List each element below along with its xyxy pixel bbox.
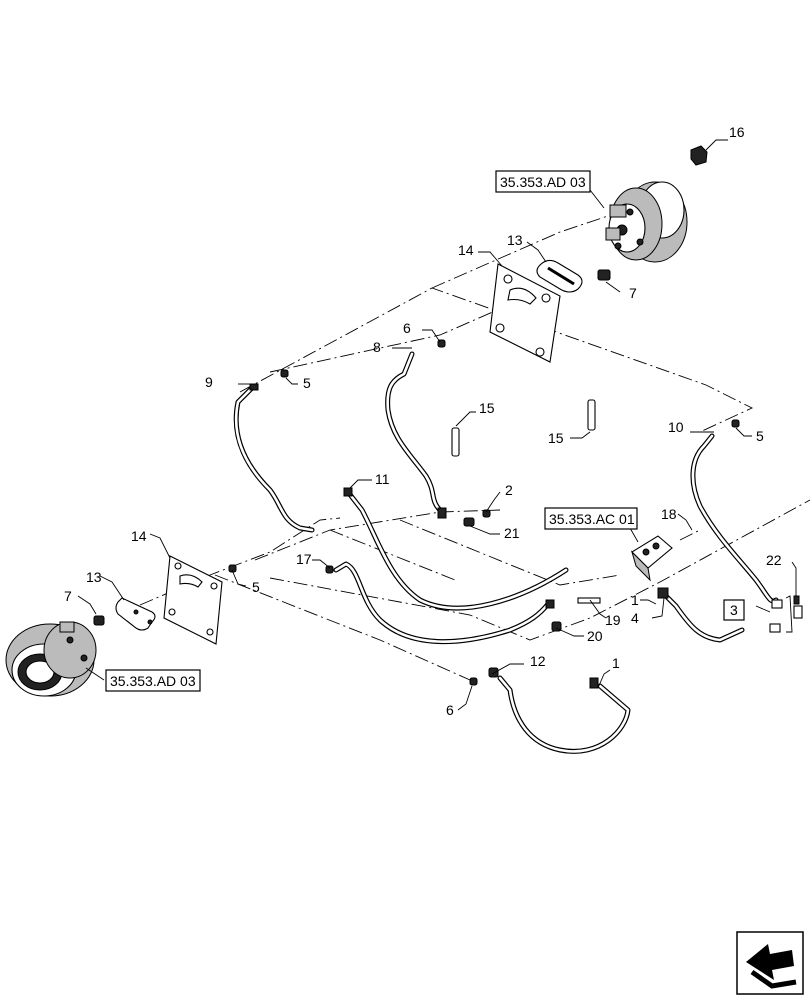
plug-16[interactable] [690, 145, 708, 166]
fitting-21[interactable] [463, 517, 475, 527]
fitting-12[interactable] [488, 667, 499, 678]
callout-6-bottom: 6 [446, 702, 454, 718]
callout-7-left: 7 [64, 588, 72, 604]
callout-18: 18 [661, 506, 677, 522]
reference-valve-label: 35.353.AC 01 [549, 511, 635, 527]
hose-12[interactable] [497, 675, 631, 754]
hose-4[interactable] [657, 587, 745, 643]
callout-14-right: 14 [458, 242, 474, 258]
callout-3-box[interactable]: 3 [723, 599, 745, 621]
callout-6-top: 6 [403, 320, 411, 336]
callout-15-left: 15 [479, 400, 495, 416]
pin-15-right[interactable] [587, 399, 596, 431]
fitting-7-left[interactable] [93, 615, 105, 626]
drive-motor-right[interactable] [605, 181, 688, 263]
reference-valve[interactable]: 35.353.AC 01 [544, 507, 638, 530]
hose-9[interactable] [233, 383, 315, 533]
fitting-22[interactable] [793, 595, 800, 605]
callout-1-b: 1 [612, 655, 620, 671]
hose-10[interactable] [690, 433, 779, 604]
hose-8[interactable] [385, 351, 447, 519]
callout-20: 20 [587, 628, 603, 644]
callout-5-b: 5 [756, 428, 764, 444]
callout-22: 22 [766, 552, 782, 568]
tee-fitting-3[interactable] [769, 599, 803, 633]
callout-3: 3 [730, 602, 738, 618]
callout-13-left: 13 [86, 569, 102, 585]
reference-motor-right-label: 35.353.AD 03 [500, 174, 586, 190]
control-valve[interactable] [630, 535, 673, 582]
callout-1-a: 1 [631, 592, 639, 608]
callout-17: 17 [296, 551, 312, 567]
fitting-7-right[interactable] [597, 269, 611, 281]
callout-5-a: 5 [303, 375, 311, 391]
back-arrow-icon[interactable] [736, 931, 804, 995]
fitting-6-bottom[interactable] [469, 677, 478, 686]
callout-4: 4 [631, 610, 639, 626]
callout-labels: 16 13 14 7 6 8 9 5 15 15 10 5 2 11 21 18… [64, 124, 782, 718]
fitting-2[interactable] [482, 509, 491, 518]
reference-motor-left[interactable]: 35.353.AD 03 [105, 669, 201, 692]
callout-9: 9 [205, 374, 213, 390]
callout-10: 10 [668, 419, 684, 435]
mounting-plate-left[interactable] [163, 555, 223, 645]
gasket-left[interactable] [115, 597, 156, 631]
callout-19: 19 [605, 612, 621, 628]
drive-motor-left[interactable] [5, 621, 97, 697]
callout-2: 2 [505, 482, 513, 498]
callout-5-c: 5 [252, 579, 260, 595]
callout-8: 8 [373, 339, 381, 355]
pin-15-left[interactable] [451, 427, 460, 457]
callout-16: 16 [729, 124, 745, 140]
callout-12: 12 [530, 653, 546, 669]
callout-14-left: 14 [131, 528, 147, 544]
leader-lines [85, 189, 797, 711]
mounting-plate-right[interactable] [489, 263, 561, 363]
reference-motor-left-label: 35.353.AD 03 [110, 673, 196, 689]
fitting-19[interactable] [577, 597, 601, 604]
hose-11[interactable] [343, 487, 569, 611]
reference-motor-right[interactable]: 35.353.AD 03 [495, 170, 591, 193]
fitting-5-a[interactable] [280, 369, 289, 378]
gasket-right[interactable] [536, 259, 583, 293]
callout-7-right: 7 [629, 285, 637, 301]
callout-11: 11 [375, 471, 390, 487]
callout-13-right: 13 [507, 232, 523, 248]
fitting-5-b[interactable] [731, 419, 740, 428]
hose-17[interactable] [333, 561, 555, 645]
callout-15-right: 15 [548, 430, 564, 446]
fitting-17[interactable] [325, 565, 334, 574]
callout-21: 21 [504, 525, 520, 541]
